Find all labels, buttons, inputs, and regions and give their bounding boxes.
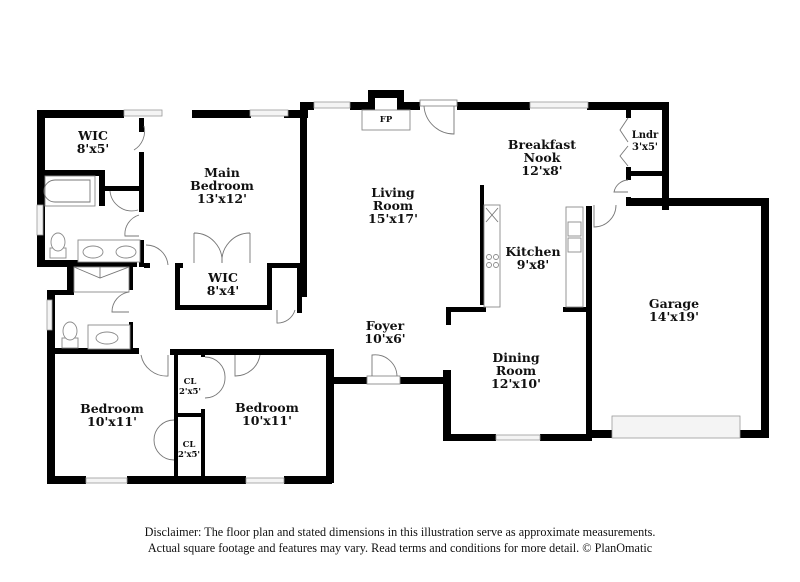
- room-dims: 10'x11': [242, 413, 292, 428]
- room-dims: 8'x4': [207, 283, 240, 298]
- room-name: WIC: [207, 270, 238, 285]
- room-label-bedroom-right: Bedroom 10'x11': [235, 400, 299, 428]
- room-name: Bedroom: [80, 401, 144, 416]
- room-name: CL: [183, 440, 196, 450]
- room-name: WIC: [77, 128, 108, 143]
- room-dims: 3'x5': [632, 142, 658, 153]
- room-name: CL: [184, 377, 197, 387]
- room-label-wic-mid: WIC 8'x4': [207, 270, 240, 298]
- room-name: Bedroom: [235, 400, 299, 415]
- room-label-closet-upper: CL 2'x5': [179, 377, 201, 397]
- room-label-garage: Garage 14'x19': [649, 296, 699, 324]
- room-dims: 12'x10': [491, 376, 541, 391]
- room-label-dining-room: Dining Room 12'x10': [491, 350, 541, 391]
- room-dims: 10'x11': [87, 414, 137, 429]
- room-label-kitchen: Kitchen 9'x8': [505, 244, 560, 272]
- room-dims: 12'x8': [521, 163, 562, 178]
- room-label-closet-lower: CL 2'x5': [178, 440, 200, 460]
- room-name: Foyer: [366, 318, 405, 333]
- room-name: Dining: [492, 350, 540, 365]
- room-label-main-bedroom: Main Bedroom 13'x12': [190, 165, 254, 206]
- room-name: Lndr: [632, 130, 659, 141]
- room-name: Garage: [649, 296, 699, 311]
- room-label-fireplace: FP: [380, 115, 393, 125]
- room-name: Main: [204, 165, 240, 180]
- walls: [37, 90, 769, 484]
- room-label-foyer: Foyer 10'x6': [364, 318, 405, 346]
- room-dims: 9'x8': [517, 257, 550, 272]
- disclaimer: Disclaimer: The floor plan and stated di…: [0, 524, 800, 556]
- disclaimer-line-1: Disclaimer: The floor plan and stated di…: [144, 525, 656, 539]
- room-name: Bedroom: [190, 178, 254, 193]
- doors-and-fixtures: [43, 99, 629, 461]
- room-dims: 13'x12': [197, 191, 247, 206]
- room-dims: 15'x17': [368, 211, 418, 226]
- room-label-living-room: Living Room 15'x17': [368, 185, 418, 226]
- room-dims: 2'x5': [178, 450, 200, 460]
- room-label-laundry: Lndr 3'x5': [632, 130, 659, 153]
- room-name: Kitchen: [505, 244, 560, 259]
- windows: [36, 101, 741, 484]
- room-dims: 10'x6': [364, 331, 405, 346]
- room-name: Nook: [524, 150, 561, 165]
- room-name: Living: [371, 185, 415, 200]
- room-dims: 14'x19': [649, 309, 699, 324]
- disclaimer-line-2: Actual square footage and features may v…: [147, 541, 653, 555]
- room-name: Room: [496, 363, 536, 378]
- room-dims: 2'x5': [179, 387, 201, 397]
- room-name: FP: [380, 115, 393, 125]
- room-label-breakfast-nook: Breakfast Nook 12'x8': [508, 137, 576, 178]
- room-name: Room: [373, 198, 413, 213]
- room-name: Breakfast: [508, 137, 576, 152]
- room-label-bedroom-left: Bedroom 10'x11': [80, 401, 144, 429]
- room-label-wic-top: WIC 8'x5': [77, 128, 110, 156]
- room-dims: 8'x5': [77, 141, 110, 156]
